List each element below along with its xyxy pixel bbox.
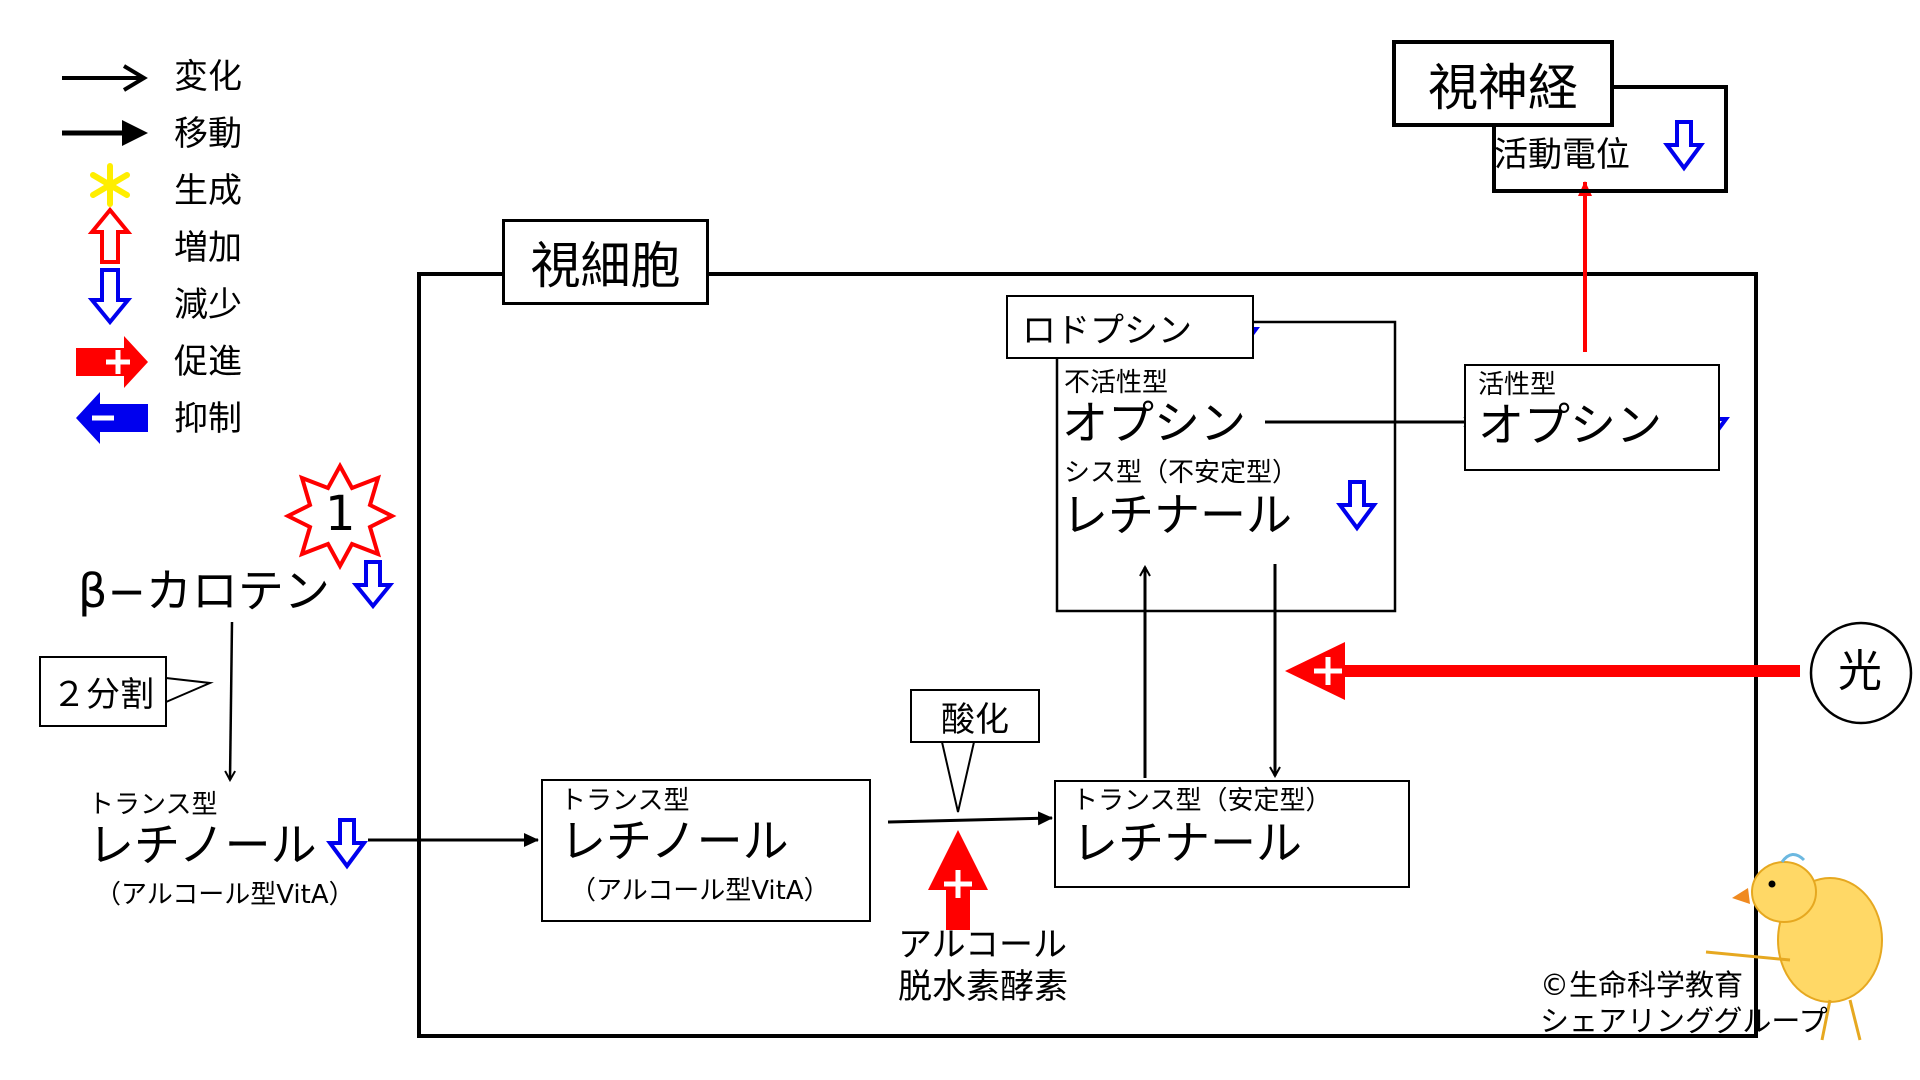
- cell-title: 視細胞: [530, 237, 681, 295]
- retinol-inside-type: トランス型: [560, 786, 690, 816]
- retinol-inside-note: （アルコール型VitA）: [570, 876, 830, 906]
- carotene-to-retinol-arrow: [230, 621, 232, 780]
- split-callout: ２分割: [39, 656, 167, 727]
- legend-blue-minus-arrow-icon: [76, 392, 148, 444]
- legend-label-increase: 増加: [174, 228, 242, 268]
- inactive-opsin-type: 不活性型: [1064, 368, 1169, 398]
- action-potential-decrease-icon: [1663, 120, 1705, 172]
- optic-nerve-title-box: 視神経: [1392, 40, 1614, 127]
- active-opsin-name: オプシン: [1478, 398, 1662, 452]
- enzyme-line1: アルコール: [898, 925, 1067, 965]
- split-callout-tail: [165, 677, 214, 703]
- active-opsin-type: 活性型: [1478, 370, 1557, 400]
- retinol-outside-name: レチノール: [88, 818, 317, 872]
- cell-boundary: [417, 272, 1758, 1038]
- retinol-outside-type: トランス型: [88, 790, 218, 820]
- rhodopsin-title-box: ロドプシン: [1006, 295, 1254, 359]
- inactive-opsin-name: オプシン: [1062, 396, 1246, 450]
- copyright-line2: シェアリンググループ: [1540, 1004, 1828, 1038]
- legend-label-change: 変化: [174, 57, 242, 97]
- retinal-trans-name: レチナール: [1072, 816, 1302, 870]
- cis-retinal-name: レチナール: [1062, 488, 1292, 542]
- enzyme-promote-icon: [928, 830, 988, 930]
- legend-label-promote: 促進: [174, 342, 242, 382]
- oxidation-label: 酸化: [941, 699, 1009, 740]
- enzyme-line2: 脱水素酵素: [898, 967, 1068, 1007]
- cis-retinal-type: シス型（不安定型）: [1064, 458, 1299, 488]
- retinol-inside-box: [541, 779, 871, 922]
- chick-mascot-icon: [1705, 853, 1883, 1041]
- light-circle: [1809, 621, 1913, 725]
- beta-carotene-decrease-icon: [351, 560, 395, 610]
- legend-label-generate: 生成: [174, 171, 242, 211]
- light-label: 光: [1838, 646, 1882, 697]
- action-potential-label: 活動電位: [1494, 135, 1630, 175]
- cis-retinal-decrease-icon: [1336, 480, 1378, 532]
- step-badge-number: 1: [325, 486, 356, 542]
- retinal-trans-box: [1054, 780, 1410, 888]
- legend-label-move: 移動: [174, 114, 242, 154]
- retinol-outside-note: （アルコール型VitA）: [95, 880, 355, 910]
- legend-red-plus-arrow-icon: [76, 336, 148, 388]
- beta-carotene-label: β−カロテン: [78, 564, 330, 618]
- oxidation-callout-tail: [941, 741, 975, 813]
- light-promote-arrow: [1285, 642, 1800, 700]
- legend-yellow-asterisk-icon: [90, 163, 130, 207]
- split-callout-label: ２分割: [52, 675, 154, 715]
- retinol-inside-name: レチノール: [560, 814, 789, 868]
- active-opsin-box: [1464, 364, 1720, 471]
- retinal-trans-type: トランス型（安定型）: [1072, 786, 1332, 816]
- oxidation-arrow: [887, 811, 1053, 826]
- legend-blue-down-hollow-arrow-icon: [87, 268, 133, 326]
- cell-title-box: 視細胞: [502, 219, 709, 305]
- legend-red-up-hollow-arrow-icon: [87, 206, 133, 264]
- oxidation-callout: 酸化: [910, 689, 1040, 743]
- legend-label-decrease: 減少: [174, 285, 242, 325]
- retinol-outside-decrease-icon: [326, 818, 368, 870]
- optic-nerve-title: 視神経: [1428, 58, 1578, 117]
- rhodopsin-title: ロドプシン: [1022, 310, 1192, 351]
- starburst-badge-icon: [283, 461, 397, 571]
- legend-label-inhibit: 抑制: [174, 399, 242, 439]
- legend-bold-arrow-icon: [62, 120, 148, 146]
- legend-thin-arrow-icon: [62, 64, 148, 92]
- copyright-line1: ©生命科学教育: [1540, 968, 1744, 1002]
